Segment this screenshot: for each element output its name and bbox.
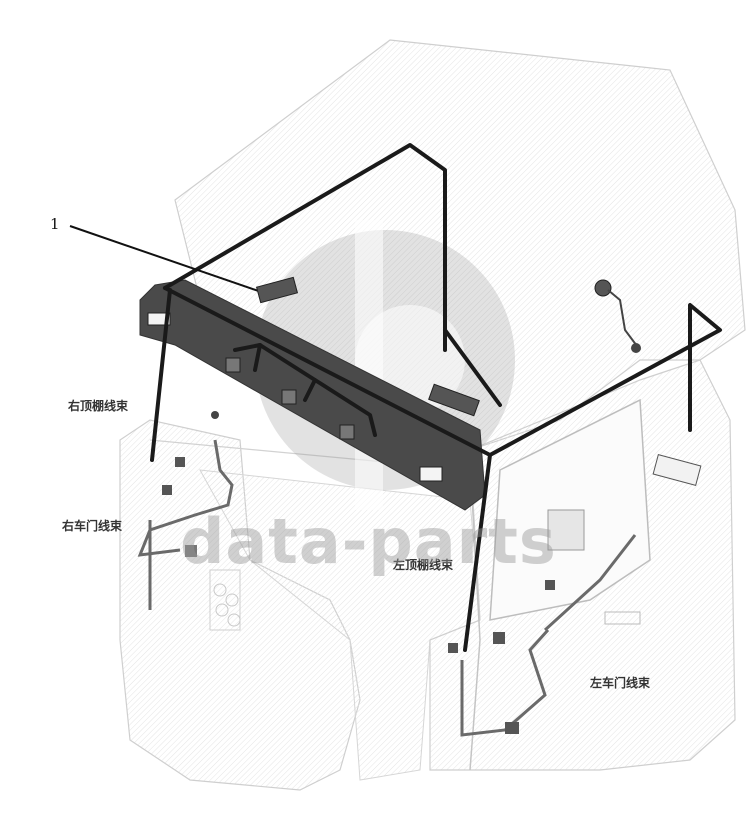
roof-connector-b [428,383,480,417]
front-vent-2 [225,593,239,607]
callout-number-1: 1 [50,215,60,233]
front-vent-1 [213,583,227,597]
overhead-console-panel [139,279,486,511]
left-door-harness-main [460,628,550,737]
left-door-harness-arm [543,534,637,632]
front-vent-3 [215,603,229,617]
left-rear-lamp [652,454,702,486]
panel-module-3 [339,424,355,440]
roof-harness [150,143,722,652]
front-vent-4 [227,613,241,627]
cab-front-face-shell [199,469,481,781]
right-door-connector-2 [162,485,172,495]
roof-harness-left-pillar [463,453,492,652]
label-left-door-harness: 左车门线束 [590,676,651,690]
right-door-harness [137,439,234,610]
panel-module-1 [225,357,241,373]
label-right-roof-harness: 右顶棚线束 [68,399,129,413]
roof-harness-branch-3 [443,328,502,407]
right-door-connector-3 [185,545,197,557]
roof-dome-light-cable [607,289,641,351]
roof-harness-branch-1 [253,343,262,372]
panel-lamp-right [419,466,443,482]
left-door-mirror-box [547,509,585,551]
label-left-roof-harness: 左顶棚线束 [393,558,454,572]
left-door-edge [469,459,481,771]
label-right-door-harness: 右车门线束 [62,519,123,533]
roof-harness-right-pillar [150,288,172,462]
panel-lamp-left [147,312,171,326]
roof-harness-main-loop [163,143,447,352]
panel-module-2 [281,389,297,405]
roof-connector-a [255,276,299,304]
callout-1-leader [69,225,271,296]
left-door-connector-3 [545,580,555,590]
left-door-harness [460,534,637,737]
right-door-connector-1 [175,457,185,467]
roof-connector-c [631,343,641,353]
front-grille-detail [209,569,241,631]
left-door-connector-2 [493,632,505,644]
roof-harness-front-run [163,286,722,457]
roof-dome-light [594,279,612,297]
right-door-harness-loop [137,439,234,557]
left-door-connector-4 [505,722,519,734]
left-door-connector-1 [448,643,458,653]
right-door-connector-4 [211,411,219,419]
roof-harness-branch-2 [303,378,317,402]
watermark-text: data-parts [180,505,557,578]
left-door-handle [604,611,641,625]
